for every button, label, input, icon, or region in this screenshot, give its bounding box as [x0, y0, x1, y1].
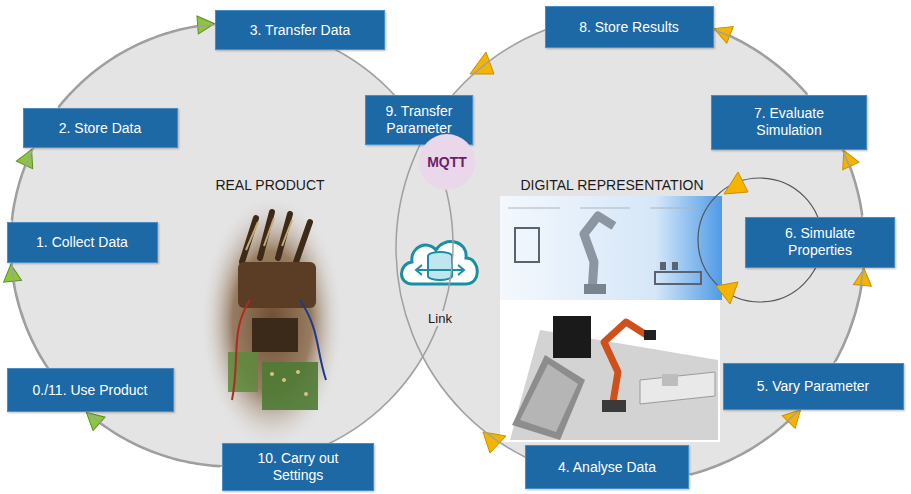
link-cloud-icon	[402, 242, 478, 284]
box-label: 8. Store Results	[556, 19, 703, 36]
region-title: REAL PRODUCT	[215, 177, 324, 194]
region-title: DIGITAL REPRESENTATION	[520, 177, 703, 194]
box-label: 1. Collect Data	[18, 234, 147, 251]
flow-arc	[86, 413, 220, 467]
box-label: 10. Carry out Settings	[233, 450, 363, 484]
process-box: 2. Store Data	[23, 108, 178, 148]
flow-arc	[714, 29, 807, 94]
flow-triangle	[470, 52, 748, 453]
box-label: 2. Store Data	[34, 120, 167, 137]
process-box: 7. Evaluate Simulation	[711, 95, 867, 150]
flow-arc	[11, 264, 47, 367]
box-label: 9. Transfer Parameter	[376, 103, 462, 137]
mqtt-logo: MQTT	[419, 134, 475, 190]
process-box: 4. Analyse Data	[525, 445, 689, 489]
icon-caption: Link	[425, 311, 455, 326]
process-box: 5. Vary Parameter	[723, 363, 904, 410]
box-label: 3. Transfer Data	[226, 22, 374, 39]
box-label: 6. Simulate Properties	[756, 225, 884, 259]
process-box: 1. Collect Data	[7, 222, 158, 263]
box-label: 4. Analyse Data	[536, 459, 678, 476]
box-label: 0./11. Use Product	[18, 382, 163, 399]
3d-simulation-scene	[500, 300, 720, 442]
process-box: 8. Store Results	[545, 6, 714, 48]
box-label: 5. Vary Parameter	[734, 378, 893, 395]
robot-hand-photo	[200, 194, 344, 450]
process-box: 6. Simulate Properties	[745, 217, 895, 268]
flow-arc	[691, 410, 801, 475]
flow-arc	[836, 269, 865, 362]
simulation-screen	[500, 196, 722, 300]
box-label: 7. Evaluate Simulation	[722, 105, 856, 139]
process-box: 10. Carry out Settings	[222, 443, 374, 491]
process-box: 0./11. Use Product	[7, 368, 174, 412]
process-box: 3. Transfer Data	[215, 10, 385, 50]
flow-arc	[58, 24, 214, 107]
